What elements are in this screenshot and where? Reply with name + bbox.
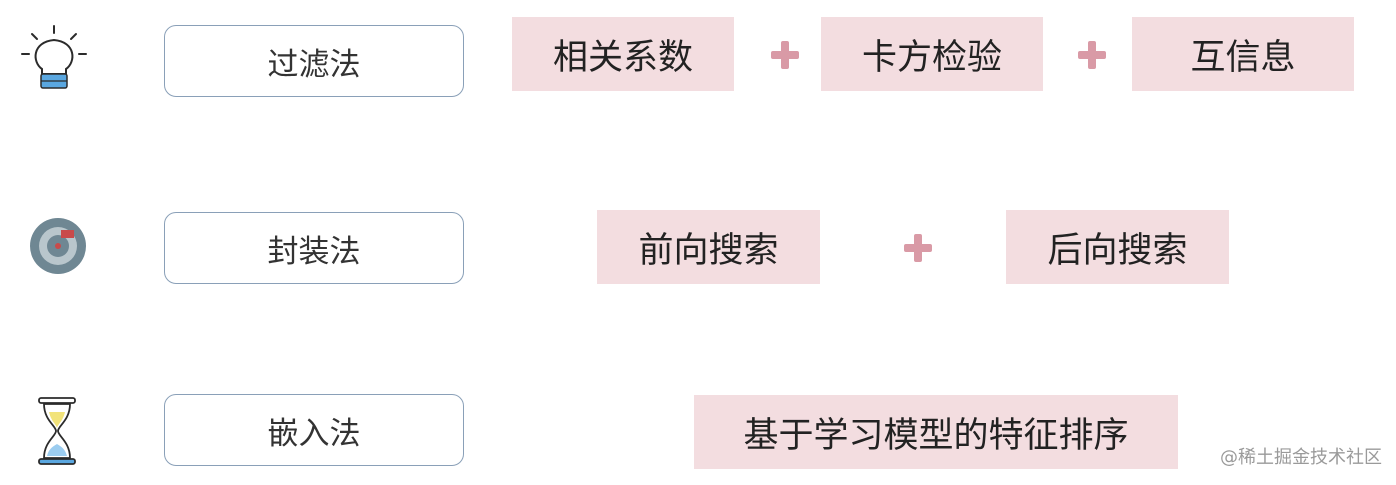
target-icon <box>28 216 90 276</box>
plus-icon <box>1078 41 1106 69</box>
method-label: 封装法 <box>267 233 361 270</box>
method-embedded: 嵌入法 <box>164 394 464 466</box>
technique-chi-square: 卡方检验 <box>821 17 1043 91</box>
technique-model-feature-ranking: 基于学习模型的特征排序 <box>694 395 1178 469</box>
technique-label: 卡方检验 <box>861 37 1002 78</box>
method-label: 嵌入法 <box>267 415 361 452</box>
technique-label: 互信息 <box>1190 37 1296 78</box>
method-label: 过滤法 <box>267 46 361 83</box>
technique-correlation: 相关系数 <box>512 17 734 91</box>
technique-label: 前向搜索 <box>638 230 779 271</box>
plus-icon <box>771 41 799 69</box>
hourglass-icon <box>36 396 78 468</box>
lightbulb-icon <box>18 24 90 94</box>
technique-forward-search: 前向搜索 <box>597 210 820 284</box>
technique-label: 相关系数 <box>552 37 693 78</box>
technique-label: 后向搜索 <box>1047 230 1188 271</box>
technique-backward-search: 后向搜索 <box>1006 210 1229 284</box>
watermark: @稀土掘金技术社区 <box>1220 447 1382 468</box>
method-wrapper: 封装法 <box>164 212 464 284</box>
technique-label: 基于学习模型的特征排序 <box>743 415 1129 456</box>
method-filter: 过滤法 <box>164 25 464 97</box>
technique-mutual-info: 互信息 <box>1132 17 1354 91</box>
plus-icon <box>904 234 932 262</box>
